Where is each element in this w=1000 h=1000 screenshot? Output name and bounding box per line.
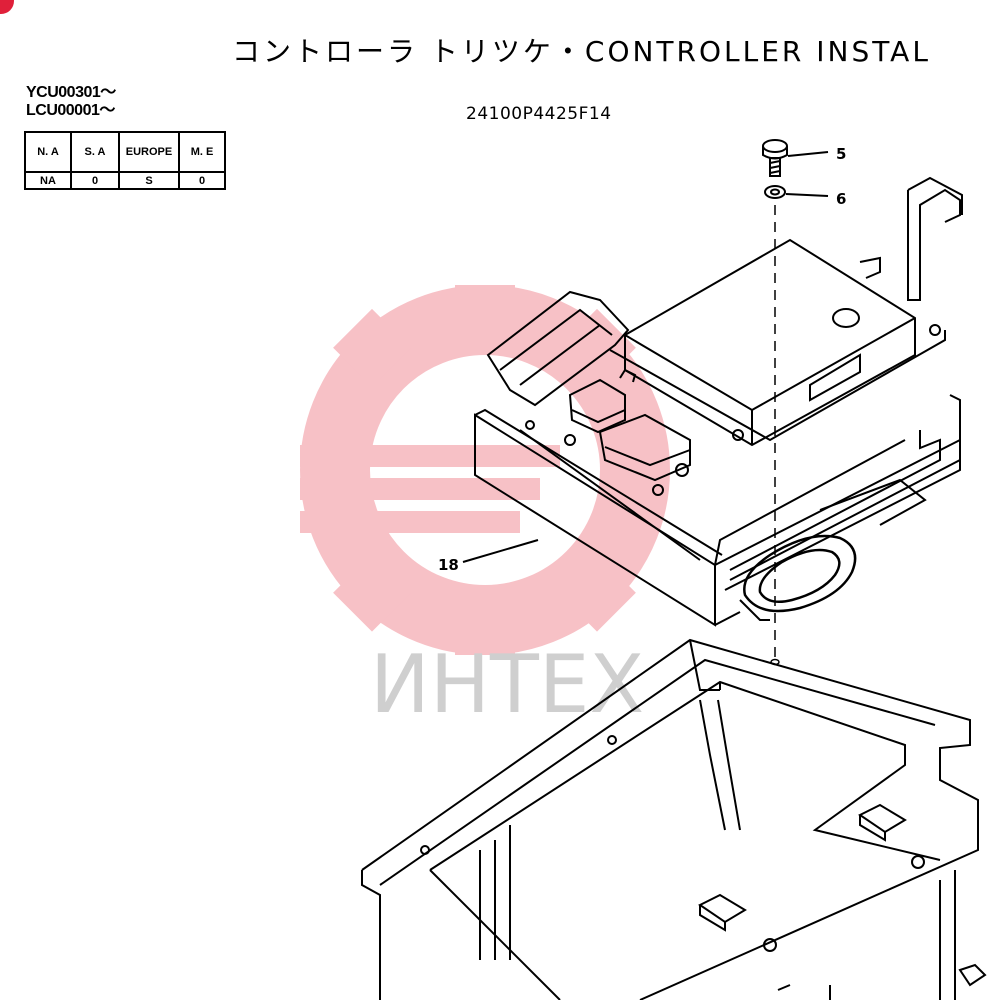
regions-table: N. A S. A EUROPE M. E NA 0 S 0 — [24, 131, 226, 190]
relay-connectors — [486, 290, 691, 496]
region-value-na: NA — [24, 171, 72, 190]
serial-range-1: YCU00301〜 — [26, 84, 116, 101]
watermark-text: ИНТЕХ — [370, 638, 644, 731]
part-number: 24100P4425F14 — [466, 104, 612, 124]
callout-bolt: 5 — [836, 145, 846, 163]
leader-lines — [462, 151, 829, 563]
region-value-europe: S — [118, 171, 180, 190]
mount-hole-icon — [770, 658, 780, 666]
bolt-icon — [762, 139, 788, 177]
page-title: コントローラ トリツケ・CONTROLLER INSTAL — [232, 35, 931, 68]
bracket-handle — [907, 176, 963, 301]
controller-bracket — [474, 394, 961, 627]
cab-frame — [361, 638, 987, 1000]
washer-icon — [764, 185, 786, 199]
regions-value-row: NA 0 S 0 — [24, 171, 226, 190]
serial-range-2: LCU00001〜 — [26, 102, 115, 119]
watermark-gear-teeth — [305, 285, 665, 655]
region-header-me: M. E — [178, 131, 226, 173]
controller-boss-icon — [832, 308, 860, 328]
watermark-stripes — [300, 445, 560, 533]
region-header-europe: EUROPE — [118, 131, 180, 173]
leader-line-bracket — [462, 539, 539, 563]
leader-line-washer — [785, 193, 829, 197]
regions-header-row: N. A S. A EUROPE M. E — [24, 131, 226, 173]
region-header-na: N. A — [24, 131, 72, 173]
region-value-me: 0 — [178, 171, 226, 190]
region-value-sa: 0 — [70, 171, 120, 190]
grab-handle — [743, 534, 857, 613]
watermark-logo — [300, 285, 670, 655]
region-header-sa: S. A — [70, 131, 120, 173]
leader-line-bolt — [787, 151, 829, 157]
callout-washer: 6 — [836, 190, 846, 208]
callout-bracket: 18 — [438, 556, 459, 574]
